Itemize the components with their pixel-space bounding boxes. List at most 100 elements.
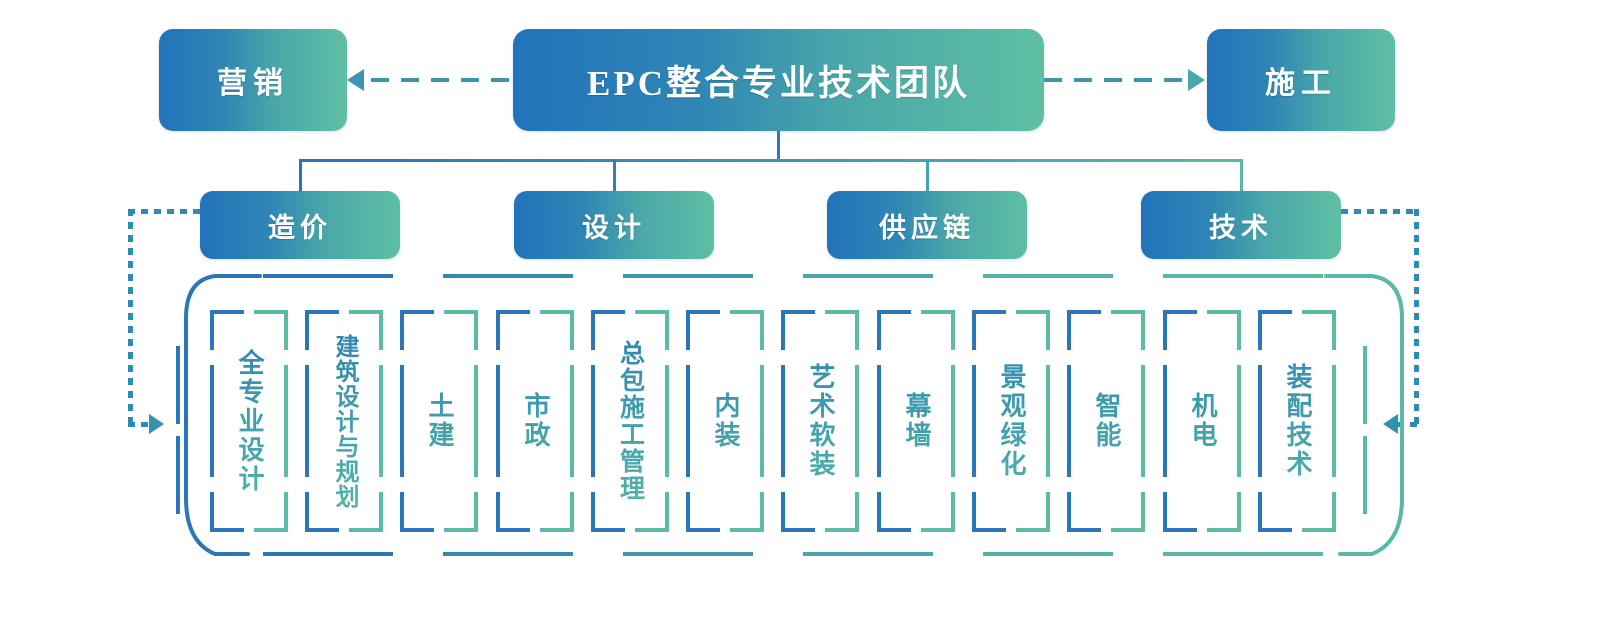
node-construction[interactable]: 施工 [1207, 29, 1395, 131]
arrowhead-left-icon [347, 69, 364, 91]
node-cost[interactable]: 造价 [200, 191, 400, 259]
frame-corner-bottom-right [540, 528, 574, 532]
bracket-rail-left [176, 346, 180, 424]
frame-stub-left-top [1163, 310, 1167, 350]
item-frame[interactable]: 智能 [1067, 310, 1145, 532]
frame-stub-left-mid [305, 365, 309, 477]
connector-root-to-marketing [371, 78, 513, 82]
frame-stub-left-mid [210, 365, 214, 477]
frame-corner-top-right [444, 310, 478, 314]
bracket-bottom-edge-mid2 [623, 552, 753, 556]
frame-stub-left-mid [496, 365, 500, 477]
frame-stub-left-top [877, 310, 881, 350]
item-frame[interactable]: 内装 [686, 310, 764, 532]
frame-corner-bottom-right [1016, 528, 1050, 532]
frame-corner-bottom-right [730, 528, 764, 532]
node-supply-chain[interactable]: 供应链 [827, 191, 1027, 259]
arrowhead-right-icon [1188, 69, 1205, 91]
frame-stub-right-bottom [665, 492, 669, 532]
frame-stub-right-mid [1332, 365, 1336, 477]
item-label: 全专业设计 [210, 310, 288, 532]
item-label: 景观绿化 [972, 310, 1050, 532]
frame-stub-left-mid [1258, 365, 1262, 477]
frame-corner-bottom-right [349, 528, 383, 532]
frame-stub-right-bottom [379, 492, 383, 532]
item-frame[interactable]: 全专业设计 [210, 310, 288, 532]
frame-corner-top-left [496, 310, 530, 314]
bracket-top-edge-mid3 [803, 274, 933, 278]
frame-corner-top-left [210, 310, 244, 314]
frame-corner-top-left [305, 310, 339, 314]
connector-level2-bus [299, 159, 1243, 162]
frame-stub-left-bottom [496, 492, 500, 532]
item-label: 幕墙 [877, 310, 955, 532]
frame-corner-bottom-left [877, 528, 911, 532]
node-design-label: 设计 [582, 212, 646, 243]
node-technology[interactable]: 技术 [1141, 191, 1341, 259]
bracket-rail-left-lower [176, 436, 180, 514]
frame-corner-bottom-left [210, 528, 244, 532]
node-marketing-label: 营销 [217, 67, 289, 100]
bracket-bottom-edge-right [1163, 552, 1323, 556]
node-design[interactable]: 设计 [514, 191, 714, 259]
item-label: 艺术软装 [781, 310, 859, 532]
frame-stub-left-mid [1067, 365, 1071, 477]
frame-stub-right-top [951, 310, 955, 350]
frame-corner-bottom-right [1207, 528, 1241, 532]
frame-stub-right-top [760, 310, 764, 350]
frame-corner-bottom-left [686, 528, 720, 532]
bracket-bottom-edge-mid1 [443, 552, 573, 556]
frame-stub-left-mid [781, 365, 785, 477]
item-frame[interactable]: 市政 [496, 310, 574, 532]
frame-stub-left-top [781, 310, 785, 350]
frame-corner-top-left [972, 310, 1006, 314]
loop-right-bottom-segment [1397, 422, 1419, 427]
frame-corner-bottom-right [921, 528, 955, 532]
frame-stub-right-top [1141, 310, 1145, 350]
connector-leg-supply [926, 159, 929, 191]
bracket-top-edge-mid2 [623, 274, 753, 278]
frame-stub-right-mid [284, 365, 288, 477]
frame-stub-right-mid [1141, 365, 1145, 477]
frame-stub-left-top [210, 310, 214, 350]
item-frame[interactable]: 艺术软装 [781, 310, 859, 532]
frame-stub-left-bottom [877, 492, 881, 532]
item-frame[interactable]: 建筑设计与规划 [305, 310, 383, 532]
item-frame[interactable]: 幕墙 [877, 310, 955, 532]
frame-stub-left-bottom [1067, 492, 1071, 532]
frame-corner-bottom-left [400, 528, 434, 532]
frame-corner-bottom-right [254, 528, 288, 532]
frame-corner-bottom-right [1111, 528, 1145, 532]
loop-left-top-segment [128, 209, 203, 214]
item-frame[interactable]: 土建 [400, 310, 478, 532]
node-root-label: EPC整合专业技术团队 [586, 63, 970, 103]
loop-right-arrowhead-icon [1383, 414, 1398, 434]
frame-stub-left-bottom [972, 492, 976, 532]
frame-corner-top-right [1302, 310, 1336, 314]
frame-corner-top-left [591, 310, 625, 314]
frame-corner-bottom-right [1302, 528, 1336, 532]
item-frame[interactable]: 机电 [1163, 310, 1241, 532]
frame-stub-left-top [305, 310, 309, 350]
frame-corner-top-right [1111, 310, 1145, 314]
frame-corner-top-left [686, 310, 720, 314]
frame-stub-left-mid [686, 365, 690, 477]
frame-corner-top-left [877, 310, 911, 314]
connector-root-trunk [777, 131, 780, 161]
frame-corner-bottom-left [781, 528, 815, 532]
frame-stub-left-top [400, 310, 404, 350]
frame-stub-right-mid [1237, 365, 1241, 477]
loop-left-vertical-segment [128, 209, 133, 424]
frame-corner-bottom-right [444, 528, 478, 532]
frame-stub-right-bottom [1237, 492, 1241, 532]
node-root-epc-team[interactable]: EPC整合专业技术团队 [513, 29, 1044, 131]
frame-stub-left-bottom [210, 492, 214, 532]
item-frame[interactable]: 装配技术 [1258, 310, 1336, 532]
node-marketing[interactable]: 营销 [159, 29, 347, 131]
frame-stub-right-top [1046, 310, 1050, 350]
frame-corner-bottom-right [635, 528, 669, 532]
frame-stub-right-mid [474, 365, 478, 477]
frame-corner-bottom-right [825, 528, 859, 532]
item-frame[interactable]: 景观绿化 [972, 310, 1050, 532]
item-frame[interactable]: 总包施工管理 [591, 310, 669, 532]
